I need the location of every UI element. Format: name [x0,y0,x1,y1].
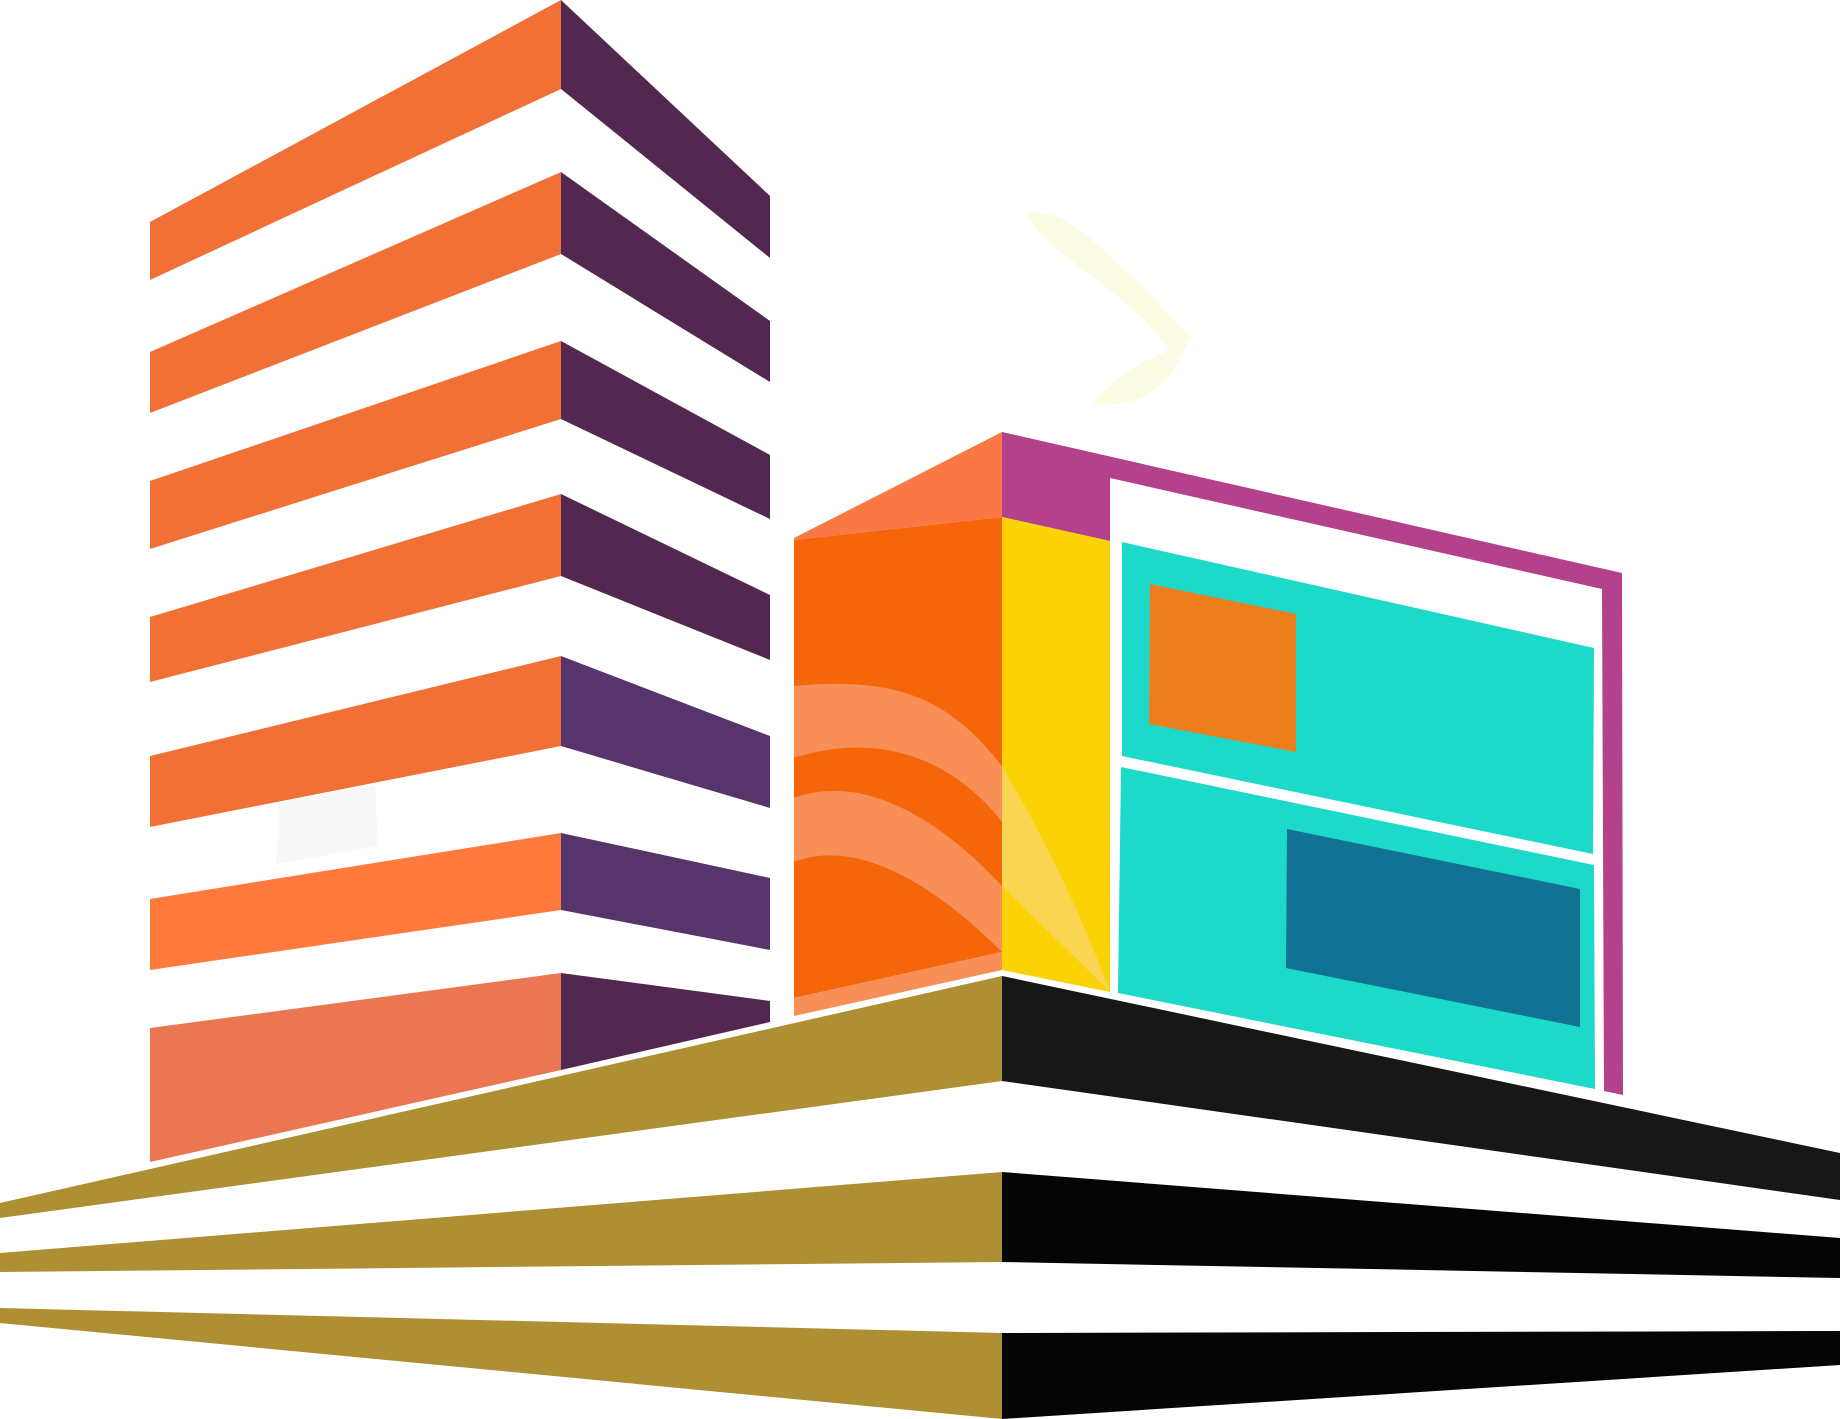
tower-band-side [561,973,770,1070]
base-stripe-gold [0,1308,1002,1419]
tower-band-front [150,973,561,1162]
pavilion-wave-light [794,683,1002,822]
tower-band-front [150,656,561,827]
pavilion [794,432,1623,1095]
base-stripe-gold [0,976,1002,1218]
tower-band-side [561,833,770,950]
tall-tower [150,0,770,1162]
tower-band-side [561,494,770,660]
tower-highlight [276,785,378,864]
base-platform [0,976,1840,1419]
base-stripe-dark [1002,1172,1840,1278]
tower-band-side [561,172,770,382]
pavilion-roof-left [794,432,1002,540]
tower-band-front [150,172,561,413]
tower-band-front [150,341,561,549]
pavilion-wave-light [794,790,1002,952]
tower-band-side [561,341,770,519]
base-stripe-gold [0,1172,1002,1272]
base-stripe-dark [1002,976,1840,1200]
inset-panel-blue [1286,829,1580,1027]
base-stripe-dark [1002,1331,1840,1419]
inset-panel-orange [1149,584,1296,752]
tower-band-front [150,0,561,280]
pavilion-front-base [794,952,1002,1016]
tower-band-side [561,656,770,808]
leaf-shape [1026,212,1190,405]
tower-band-front [150,833,561,970]
pavilion-yellow-glow [1002,766,1110,992]
tower-band-side [561,0,770,258]
pavilion-roof-magenta [1002,432,1623,1095]
tower-band-front [150,494,561,682]
